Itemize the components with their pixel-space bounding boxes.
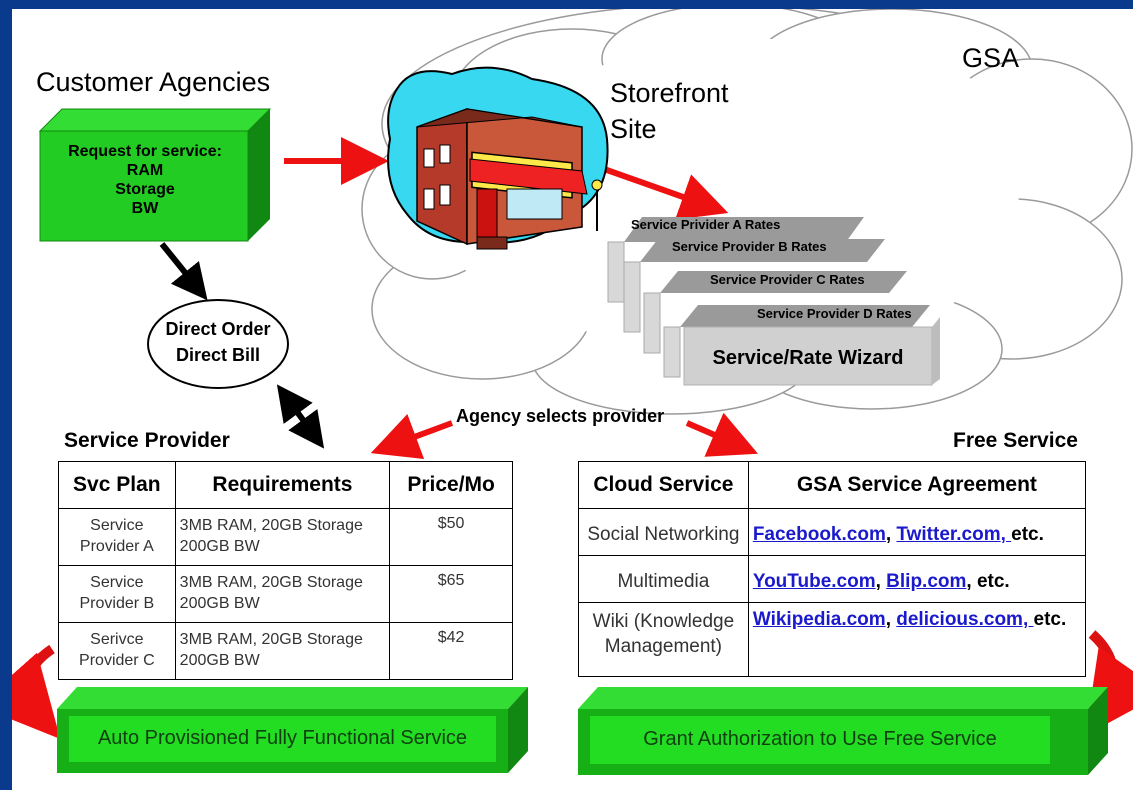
gsa-label: GSA	[962, 43, 1020, 73]
link-blip[interactable]: Blip.com	[886, 571, 967, 592]
arrow-to-rates	[602, 166, 729, 220]
direct-order-ellipse	[147, 299, 289, 389]
table-row: Multimedia YouTube.com, Blip.com, etc.	[578, 555, 1087, 603]
request-title: Request for service:	[68, 143, 222, 160]
etc-text: etc.	[1011, 524, 1044, 545]
direct-order-text: Direct Order Direct Bill	[148, 316, 288, 368]
col-cloud-service: Cloud Service	[578, 461, 749, 509]
col-requirements: Requirements	[174, 461, 391, 509]
col-price: Price/Mo	[389, 461, 513, 509]
link-tail: ,	[1000, 524, 1012, 545]
service-cell: Social Networking	[578, 508, 749, 556]
col-gsa-agreement: GSA Service Agreement	[747, 461, 1087, 509]
etc-text: etc.	[1033, 609, 1067, 630]
green-bar-right-3d	[578, 687, 1108, 775]
storefront-label-line2: Site	[610, 114, 657, 144]
req-line: 3MB RAM, 20GB Storage	[179, 517, 363, 534]
agreement-cell: Facebook.com, Twitter.com, etc.	[747, 508, 1087, 556]
price-cell: $50	[389, 508, 513, 566]
request-item-bw: BW	[131, 200, 159, 217]
plan-line: Provider A	[79, 538, 154, 555]
link-delicious[interactable]: delicious.com,	[896, 609, 1034, 630]
plan-line: Serivce	[90, 631, 144, 648]
agreement-cell: YouTube.com, Blip.com, etc.	[747, 555, 1087, 603]
link-sep: ,	[885, 609, 897, 630]
direct-order-line2: Direct Bill	[175, 345, 261, 365]
grant-authorization-label: Grant Authorization to Use Free Service	[643, 728, 997, 750]
rate-card-d: Service Provider D Rates	[757, 306, 912, 321]
agency-selects-label: Agency selects provider	[456, 406, 665, 426]
req-line: 200GB BW	[179, 538, 260, 555]
diagram-canvas: GSA Customer Agencies Storefront Site Re…	[12, 9, 1133, 790]
request-item-ram: RAM	[126, 162, 164, 179]
plan-line: Service	[90, 517, 144, 534]
req-line: 3MB RAM, 20GB Storage	[179, 631, 363, 648]
request-for-service: Request for service: RAM Storage BW	[42, 142, 248, 218]
free-table-header: Cloud Service GSA Service Agreement	[578, 461, 1087, 509]
link-sep: ,	[885, 524, 897, 545]
customer-agencies-label: Customer Agencies	[36, 67, 271, 97]
service-line: Wiki (Knowledge	[592, 611, 735, 632]
direct-order-line1: Direct Order	[165, 319, 271, 339]
free-service-table: Cloud Service GSA Service Agreement Soci…	[578, 461, 1087, 677]
col-svc-plan: Svc Plan	[58, 461, 176, 509]
price-cell: $42	[389, 622, 513, 680]
service-line: Management)	[604, 636, 723, 657]
plan-line: Provider B	[79, 595, 155, 612]
req-line: 200GB BW	[179, 652, 260, 669]
link-wikipedia[interactable]: Wikipedia.com	[752, 609, 886, 630]
storefront-label-line1: Storefront	[610, 78, 729, 108]
diagram-graphics	[12, 9, 1133, 775]
plan-line: Provider C	[79, 652, 155, 669]
rate-card-c: Service Provider C Rates	[710, 272, 865, 287]
wizard-label: Service/Rate Wizard	[712, 347, 904, 369]
req-line: 3MB RAM, 20GB Storage	[179, 574, 363, 591]
link-youtube[interactable]: YouTube.com	[752, 571, 876, 592]
req-line: 200GB BW	[179, 595, 260, 612]
rate-card-stack	[607, 217, 940, 386]
arrow-to-provider-table	[370, 413, 454, 459]
free-service-label: Free Service	[953, 429, 1078, 452]
price-cell: $65	[389, 565, 513, 623]
arrow-to-free-table	[685, 412, 759, 457]
agreement-cell: Wikipedia.com, delicious.com, etc.	[747, 602, 1087, 677]
req-cell: 3MB RAM, 20GB Storage 200GB BW	[174, 565, 391, 623]
req-cell: 3MB RAM, 20GB Storage 200GB BW	[174, 508, 391, 566]
link-twitter[interactable]: Twitter.com	[896, 524, 1001, 545]
arrow-to-direct-order	[159, 242, 208, 301]
auto-provisioned-label: Auto Provisioned Fully Functional Servic…	[97, 727, 468, 749]
storefront-label: Storefront Site	[610, 75, 729, 147]
plan-line: Service	[90, 574, 144, 591]
request-box-3d	[38, 108, 272, 242]
rate-card-a: Service Privider A Rates	[631, 217, 781, 232]
etc-text: , etc.	[966, 571, 1010, 592]
table-row: Social Networking Facebook.com, Twitter.…	[578, 508, 1087, 556]
req-cell: 3MB RAM, 20GB Storage 200GB BW	[174, 622, 391, 680]
service-cell: Multimedia	[578, 555, 749, 603]
link-facebook[interactable]: Facebook.com	[752, 524, 886, 545]
request-item-storage: Storage	[115, 181, 175, 198]
green-bar-left-3d	[57, 687, 528, 773]
curved-arrow-left	[12, 644, 61, 739]
rate-card-b: Service Provider B Rates	[672, 239, 827, 254]
arrow-direct-order-provider	[276, 384, 325, 449]
service-provider-label: Service Provider	[64, 429, 230, 452]
provider-table-header: Svc Plan Requirements Price/Mo	[58, 461, 513, 509]
storefront-building	[387, 66, 609, 250]
link-sep: ,	[875, 571, 887, 592]
